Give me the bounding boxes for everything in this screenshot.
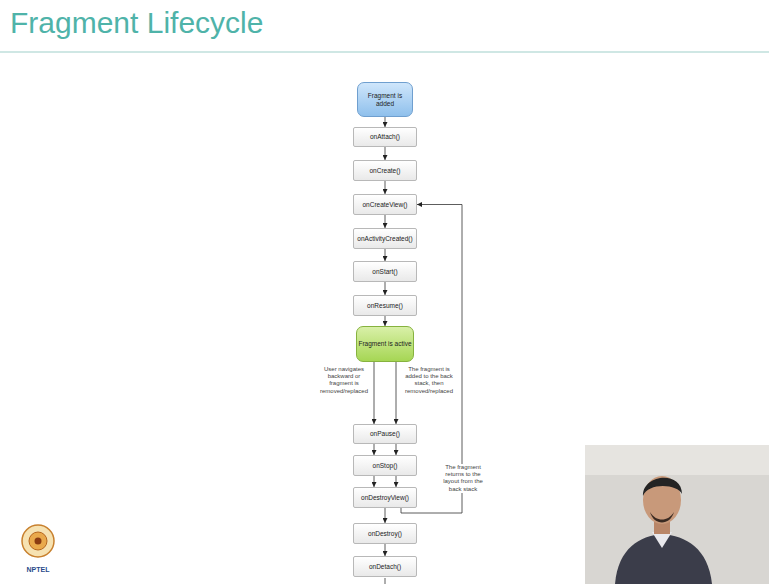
title-rule xyxy=(0,52,769,53)
transition-arrow xyxy=(396,362,397,424)
transition-arrow xyxy=(385,181,386,194)
callback-box: onStart() xyxy=(353,261,417,282)
node-text: onDetach() xyxy=(369,563,401,570)
transition-arrow xyxy=(385,316,386,326)
start-state: Fragment is added xyxy=(357,82,413,117)
transition-arrow xyxy=(374,444,375,455)
callback-box: onAttach() xyxy=(353,127,417,147)
presenter-video xyxy=(585,445,769,584)
callback-box: onResume() xyxy=(353,295,417,316)
transition-arrow xyxy=(396,444,397,455)
node-text: onCreateView() xyxy=(362,201,407,208)
transition-arrow xyxy=(385,117,386,127)
node-text: onDestroyView() xyxy=(361,494,409,501)
slide-title: Fragment Lifecycle xyxy=(10,6,263,40)
transition-note: User navigates backward or fragment is r… xyxy=(318,366,370,395)
transition-arrow xyxy=(374,476,375,487)
node-text: Fragment is added xyxy=(358,92,412,107)
callback-box: onPause() xyxy=(353,424,417,444)
node-text: Fragment is active xyxy=(358,340,411,347)
active-state: Fragment is active xyxy=(356,326,414,362)
transition-note: The fragment is added to the back stack,… xyxy=(400,366,458,395)
callback-box: onDestroyView() xyxy=(353,487,417,508)
detach-exit-line xyxy=(385,578,386,584)
transition-arrow xyxy=(385,544,386,556)
node-text: onStart() xyxy=(372,268,397,275)
node-text: onStop() xyxy=(373,462,398,469)
node-text: onActivityCreated() xyxy=(357,235,412,242)
transition-arrow xyxy=(374,362,375,424)
transition-arrow xyxy=(385,147,386,160)
transition-arrow xyxy=(385,508,386,523)
callback-box: onCreate() xyxy=(353,160,417,181)
callback-box: onActivityCreated() xyxy=(353,228,417,249)
callback-box: onDestroy() xyxy=(353,523,417,544)
logo-text: NPTEL xyxy=(14,566,62,574)
node-text: onAttach() xyxy=(370,133,400,140)
callback-box: onStop() xyxy=(353,455,417,476)
callback-box: onCreateView() xyxy=(353,194,417,215)
node-text: onResume() xyxy=(367,302,403,309)
transition-arrow xyxy=(385,282,386,295)
nptel-emblem xyxy=(22,525,54,557)
transition-arrow xyxy=(385,249,386,261)
callback-box: onDetach() xyxy=(353,556,417,577)
transition-arrow xyxy=(385,215,386,228)
node-text: onCreate() xyxy=(369,167,400,174)
transition-note: The fragment returns to the layout from … xyxy=(438,464,488,493)
node-text: onDestroy() xyxy=(368,530,402,537)
node-text: onPause() xyxy=(370,430,400,437)
transition-arrow xyxy=(396,476,397,487)
